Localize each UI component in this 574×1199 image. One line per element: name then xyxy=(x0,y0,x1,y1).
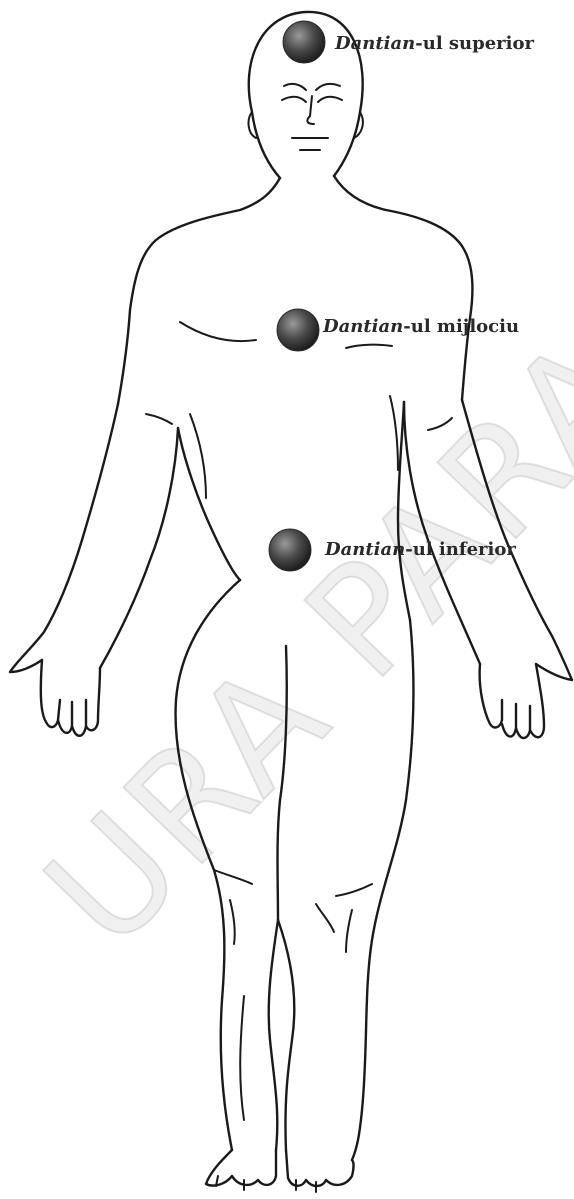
dantian-middle-dot xyxy=(277,309,319,351)
right-hand xyxy=(480,664,544,738)
dantian-middle-label: Dantian-ul mijlociu xyxy=(323,318,519,336)
right-elbow xyxy=(428,418,452,430)
right-waist-fold xyxy=(390,396,398,470)
left-leg-outer xyxy=(176,580,240,1150)
dantian-middle-name: Dantian xyxy=(323,316,403,337)
left-knee-mark xyxy=(230,900,235,944)
left-knee-upper xyxy=(214,870,252,884)
dantian-superior-dot xyxy=(283,21,325,63)
left-arm-outer xyxy=(10,404,118,672)
right-knee-upper xyxy=(336,884,372,896)
left-shin-line xyxy=(240,996,244,1120)
right-eye xyxy=(316,84,340,90)
dantian-inferior-dot xyxy=(269,529,311,571)
right-arm-inner xyxy=(404,402,480,664)
left-leg-inner xyxy=(269,920,278,1150)
left-pectoral xyxy=(180,322,256,341)
left-eye xyxy=(284,84,306,90)
nose xyxy=(307,96,314,124)
right-eyelid xyxy=(318,97,342,102)
dantian-inferior-label: Dantian-ul inferior xyxy=(325,541,516,559)
dantian-superior-name: Dantian xyxy=(335,33,415,54)
right-pectoral xyxy=(346,345,392,348)
right-knee-mark-2 xyxy=(316,904,334,932)
left-hand xyxy=(41,660,100,736)
dantian-superior-suffix: -ul superior xyxy=(415,33,534,54)
left-neck-shoulder xyxy=(118,178,280,404)
right-leg-outer xyxy=(352,620,413,1160)
crotch-line xyxy=(278,646,287,920)
left-waist-fold xyxy=(190,414,206,498)
dantian-inferior-suffix: -ul inferior xyxy=(405,539,516,560)
dantian-middle-suffix: -ul mijlociu xyxy=(403,316,519,337)
dantian-inferior-name: Dantian xyxy=(325,539,405,560)
right-neck-shoulder xyxy=(334,176,472,400)
right-knee-mark xyxy=(346,910,352,952)
dantian-superior-label: Dantian-ul superior xyxy=(335,35,534,53)
left-torso-side xyxy=(178,428,240,580)
left-eyelid xyxy=(282,97,306,102)
left-elbow xyxy=(146,414,172,424)
right-torso-side xyxy=(398,402,410,620)
right-leg-inner xyxy=(278,920,294,1150)
left-arm-inner xyxy=(100,428,178,668)
